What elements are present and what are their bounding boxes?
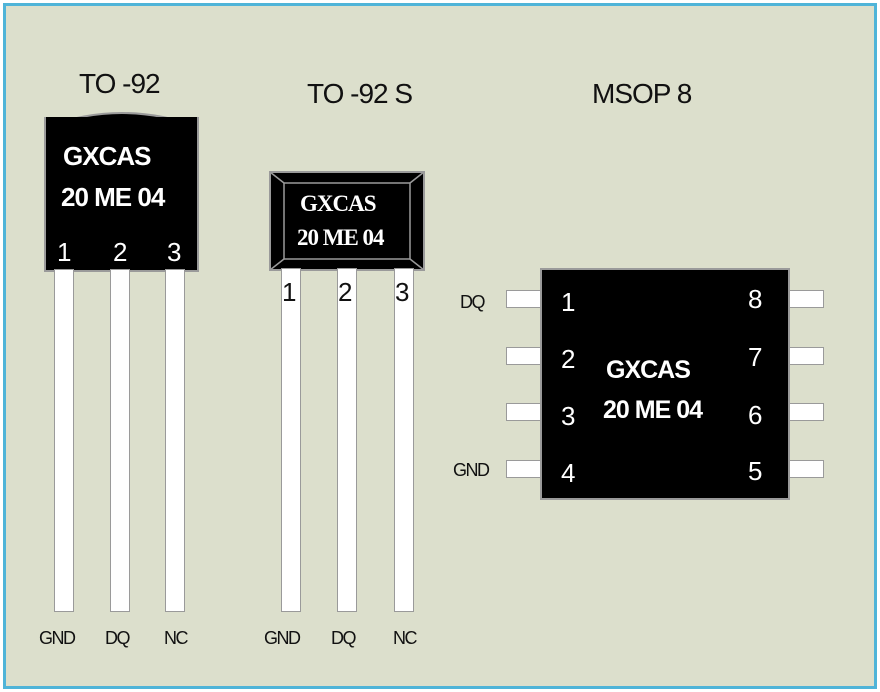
msop8-lead-7 bbox=[788, 347, 824, 365]
to92-body bbox=[44, 117, 199, 272]
msop8-pin-number-1: 1 bbox=[561, 287, 576, 317]
to92-pin-number-2: 2 bbox=[113, 237, 128, 267]
to92-marking-line2: 20 ME 04 bbox=[61, 182, 165, 212]
to92s-lead-1 bbox=[281, 268, 301, 612]
to92s-marking-line1: GXCAS bbox=[300, 191, 377, 216]
msop8-pin-label-dq: DQ bbox=[460, 292, 486, 312]
to92s-pin-label-gnd: GND bbox=[264, 628, 301, 648]
to92s-pin-label-nc: NC bbox=[393, 628, 418, 648]
msop8-pin-number-4: 4 bbox=[561, 458, 576, 488]
to92s-pin-number-2: 2 bbox=[338, 277, 353, 307]
to92s-marking-line2: 20 ME 04 bbox=[297, 225, 385, 250]
diagram-frame: TO -92 GXCAS 20 ME 04 1 2 3 GND DQ NC TO… bbox=[3, 3, 877, 689]
to92-pin-label-gnd: GND bbox=[39, 628, 76, 648]
msop8-lead-3 bbox=[506, 403, 542, 421]
to92s-pin-number-1: 1 bbox=[282, 277, 297, 307]
to92s-pin-number-3: 3 bbox=[395, 277, 410, 307]
msop8-lead-8 bbox=[788, 290, 824, 308]
msop8-pin-number-3: 3 bbox=[561, 401, 576, 431]
to92-lead-3 bbox=[165, 269, 185, 612]
msop8-pin-number-8: 8 bbox=[748, 284, 763, 314]
to92s-body bbox=[269, 171, 425, 271]
to92-marking-line1: GXCAS bbox=[63, 141, 151, 171]
to92s-lead-3 bbox=[394, 268, 414, 612]
to92-lead-1 bbox=[54, 269, 74, 612]
to92-pin-label-dq: DQ bbox=[105, 628, 131, 648]
msop8-lead-1 bbox=[506, 290, 542, 308]
to92-pin-number-3: 3 bbox=[167, 237, 182, 267]
msop8-body bbox=[540, 268, 790, 500]
msop8-pin-number-7: 7 bbox=[748, 342, 763, 372]
to92s-lead-2 bbox=[337, 268, 357, 612]
package-title-to92: TO -92 bbox=[79, 68, 161, 99]
msop8-lead-2 bbox=[506, 347, 542, 365]
msop8-marking-line1: GXCAS bbox=[606, 356, 691, 384]
package-title-msop8: MSOP 8 bbox=[592, 78, 692, 109]
msop8-pin-number-5: 5 bbox=[748, 456, 763, 486]
msop8-lead-6 bbox=[788, 403, 824, 421]
msop8-pin-number-2: 2 bbox=[561, 344, 576, 374]
to92s-pin-label-dq: DQ bbox=[331, 628, 357, 648]
msop8-lead-4 bbox=[506, 460, 542, 478]
package-title-to92s: TO -92 S bbox=[307, 78, 413, 109]
to92-pin-number-1: 1 bbox=[57, 237, 72, 267]
to92-lead-2 bbox=[110, 269, 130, 612]
msop8-pin-number-6: 6 bbox=[748, 400, 763, 430]
msop8-pin-label-gnd: GND bbox=[453, 460, 490, 480]
msop8-marking-line2: 20 ME 04 bbox=[603, 396, 703, 424]
msop8-lead-5 bbox=[788, 460, 824, 478]
to92-pin-label-nc: NC bbox=[164, 628, 189, 648]
